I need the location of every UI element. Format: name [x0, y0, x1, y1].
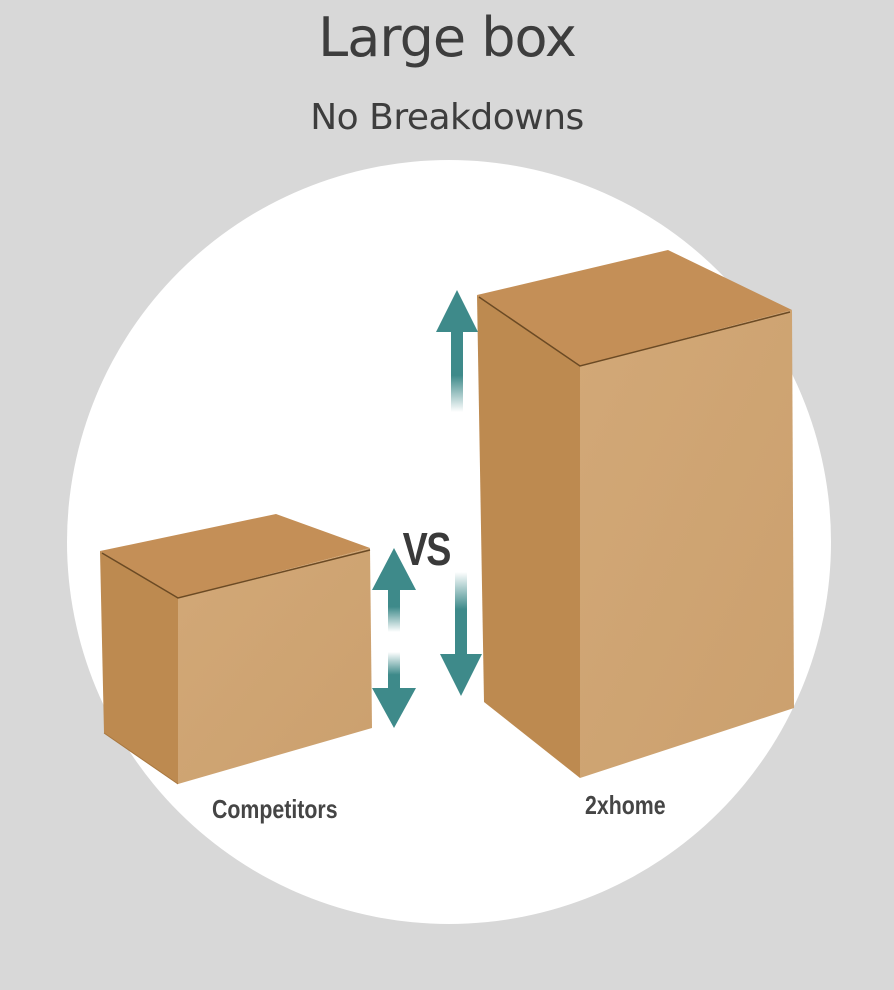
large-box	[477, 250, 794, 778]
page-title: Large box	[318, 6, 577, 69]
page-subtitle: No Breakdowns	[310, 97, 584, 138]
brand-label: 2xhome	[585, 790, 666, 820]
tall-height-arrow-icon	[436, 290, 482, 696]
small-height-arrow-icon	[372, 548, 416, 728]
competitors-label: Competitors	[212, 794, 338, 824]
small-box	[100, 514, 372, 785]
vs-label: VS	[402, 523, 452, 575]
